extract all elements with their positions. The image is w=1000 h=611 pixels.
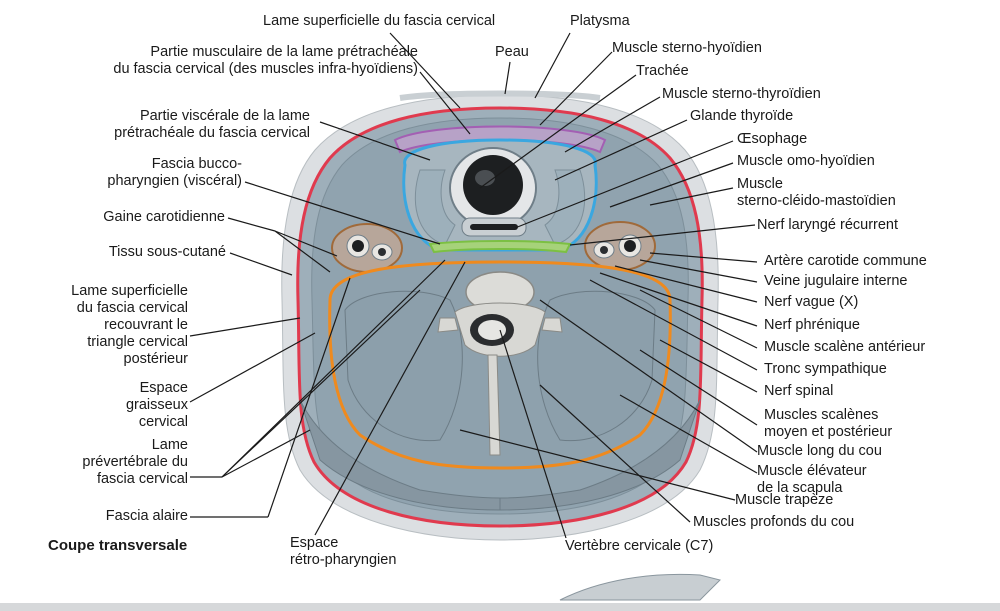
label-gaine-carotidienne: Gaine carotidienne xyxy=(103,209,225,225)
label-partie-musculaire: Partie musculaire de la lame prétrachéal… xyxy=(113,44,418,77)
lower-section-fragment xyxy=(0,573,1000,611)
label-sterno-thyroidien: Muscle sterno-thyroïdien xyxy=(662,86,821,102)
label-trachee: Trachée xyxy=(636,63,689,79)
carotid-sheath-right xyxy=(584,221,656,271)
deep-muscle-right xyxy=(537,290,656,442)
label-platysma: Platysma xyxy=(570,13,630,29)
label-omo-hyoidien: Muscle omo-hyoïdien xyxy=(737,153,875,169)
label-tronc-sympathique: Tronc sympathique xyxy=(764,361,887,377)
cervical-vertebra xyxy=(437,271,563,456)
label-muscles-profonds: Muscles profonds du cou xyxy=(693,514,855,530)
label-fascia-bucco: Fascia bucco-pharyngien (viscéral) xyxy=(107,156,242,189)
label-vertebre: Vertèbre cervicale (C7) xyxy=(565,538,714,554)
figure-caption: Coupe transversale xyxy=(48,537,188,554)
label-trapeze: Muscle trapèze xyxy=(735,492,834,508)
label-fascia-alaire: Fascia alaire xyxy=(105,508,188,524)
label-peau: Peau xyxy=(495,44,529,60)
trapezius-left xyxy=(299,399,501,511)
label-nerf-vague: Nerf vague (X) xyxy=(764,294,859,310)
label-lame-superficielle: Lame superficielle du fascia cervical xyxy=(263,13,496,29)
buccopharyngeal-fascia xyxy=(428,240,572,254)
trachea xyxy=(449,147,537,229)
thyroid-lobe-left xyxy=(414,169,456,246)
carotid-sheath-left xyxy=(331,223,403,273)
label-sterno-hyoidien: Muscle sterno-hyoïdien xyxy=(612,40,762,56)
label-long-du-cou: Muscle long du cou xyxy=(757,443,882,459)
label-nerf-laryngé: Nerf laryngé récurrent xyxy=(757,217,899,233)
label-nerf-spinal: Nerf spinal xyxy=(764,383,834,399)
label-scalene-anterieur: Muscle scalène antérieur xyxy=(764,339,926,355)
trapezius-right xyxy=(499,399,701,511)
label-nerf-phrenique: Nerf phrénique xyxy=(764,317,860,333)
oesophagus xyxy=(461,217,527,237)
label-veine-jugulaire: Veine jugulaire interne xyxy=(764,273,908,289)
label-glande-thyroide: Glande thyroïde xyxy=(690,108,794,124)
skin-top xyxy=(399,90,601,101)
leader-lines xyxy=(189,32,758,539)
label-artere-carotide: Artère carotide commune xyxy=(764,253,927,269)
label-oesophage: Œsophage xyxy=(737,131,808,147)
label-tissu-sous-cutane: Tissu sous-cutané xyxy=(108,244,226,260)
